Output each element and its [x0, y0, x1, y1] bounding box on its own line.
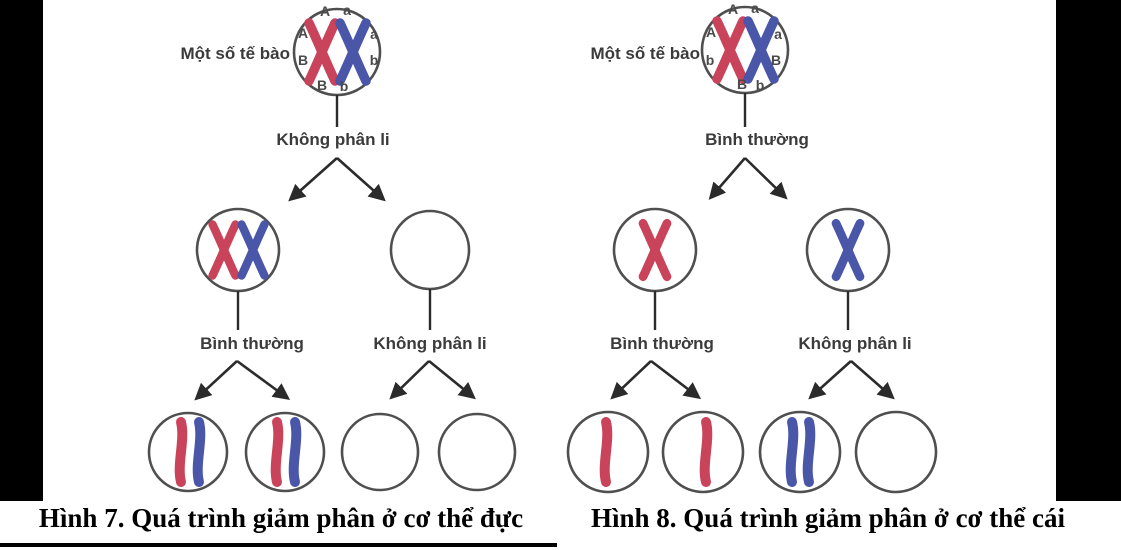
fig7-allele-bottom-left: B [316, 77, 328, 93]
fig7-branch-left-label: Bình thường [200, 334, 304, 353]
fig7-allele-upper-left: A [297, 25, 309, 41]
fig7-allele-lower-right: b [369, 52, 379, 68]
fig8-gamete-4-empty [854, 410, 938, 494]
fig8-meiosis1-arrow-left [708, 157, 746, 200]
fig7-meiosis2-right-arrow-2 [428, 359, 476, 400]
fig7-meiosis1-arrow-left [288, 157, 338, 202]
fig7-meiosis2-left-arrow-2 [236, 359, 291, 401]
fig8-branch-left-label: Bình thường [610, 334, 714, 353]
fig7-gamete-3-empty [340, 412, 420, 492]
fig8-meiosis2-right-arrow-2 [850, 360, 895, 400]
fig8-allele-bottom-right: b [755, 77, 765, 93]
fig8-gamete-3 [758, 410, 842, 494]
fig7-meiosis2-right-arrow-1 [389, 360, 430, 400]
fig7-allele-top-left: A [319, 3, 331, 19]
fig8-allele-lower-left: b [705, 52, 715, 68]
fig7-meiosis2-left-arrow-1 [194, 360, 238, 401]
fig8-allele-upper-left: A [705, 24, 717, 40]
fig8-meiosis2-right-arrow-1 [808, 360, 852, 400]
fig8-allele-lower-right: B [770, 52, 782, 68]
fig8-allele-top-right: a [751, 0, 759, 16]
fig7-branch-right-label: Không phân li [373, 334, 487, 353]
fig8-allele-bottom-left: B [736, 76, 748, 92]
fig7-allele-lower-left: B [297, 52, 309, 68]
fig7-gamete-2 [244, 411, 326, 493]
fig8-gamete1-red-chromatid [605, 422, 608, 482]
fig8-meiosis2-left-arrow-2 [650, 359, 702, 400]
fig7-gamete2-blue-chromatid [294, 422, 297, 482]
fig8-step1-label: Bình thường [705, 130, 809, 149]
fig7-allele-upper-right: a [370, 26, 378, 42]
fig8-gamete3-blue-chromatid-1 [791, 422, 794, 482]
right-black-border [1056, 0, 1121, 501]
left-black-border [0, 0, 43, 501]
fig7-gamete1-red-chromatid [180, 422, 183, 482]
fig7-gamete-1 [147, 411, 229, 493]
fig7-allele-top-right: a [343, 2, 351, 18]
fig7-gamete1-blue-chromatid [198, 422, 201, 482]
fig7-source-label: Một số tế bào [180, 44, 290, 63]
fig8-allele-top-left: A [727, 1, 739, 17]
fig8-gamete2-red-chromatid [705, 422, 708, 482]
fig8-source-label: Một số tế bào [590, 44, 700, 63]
fig7-meiosis1-arrow-right [336, 157, 386, 202]
fig8-gamete3-blue-chromatid-2 [808, 422, 811, 482]
fig7-caption: Hình 7. Quá trình giảm phân ở cơ thể đực [38, 503, 524, 533]
fig7-gamete2-red-chromatid [276, 422, 279, 482]
fig8-caption: Hình 8. Quá trình giảm phân ở cơ thể cái [591, 503, 1065, 533]
fig7-gamete-4-empty [437, 412, 517, 492]
fig7-mid-cell-right-empty [389, 209, 471, 291]
fig8-branch-right-label: Không phân li [798, 334, 912, 353]
fig7-step1-label: Không phân li [276, 130, 390, 149]
fig8-meiosis2-left-arrow-1 [610, 360, 652, 400]
fig7-allele-bottom-right: b [339, 78, 349, 94]
fig7-caption-underline [0, 543, 557, 547]
fig8-meiosis1-arrow-right [744, 157, 788, 200]
fig8-allele-upper-right: a [774, 26, 782, 42]
